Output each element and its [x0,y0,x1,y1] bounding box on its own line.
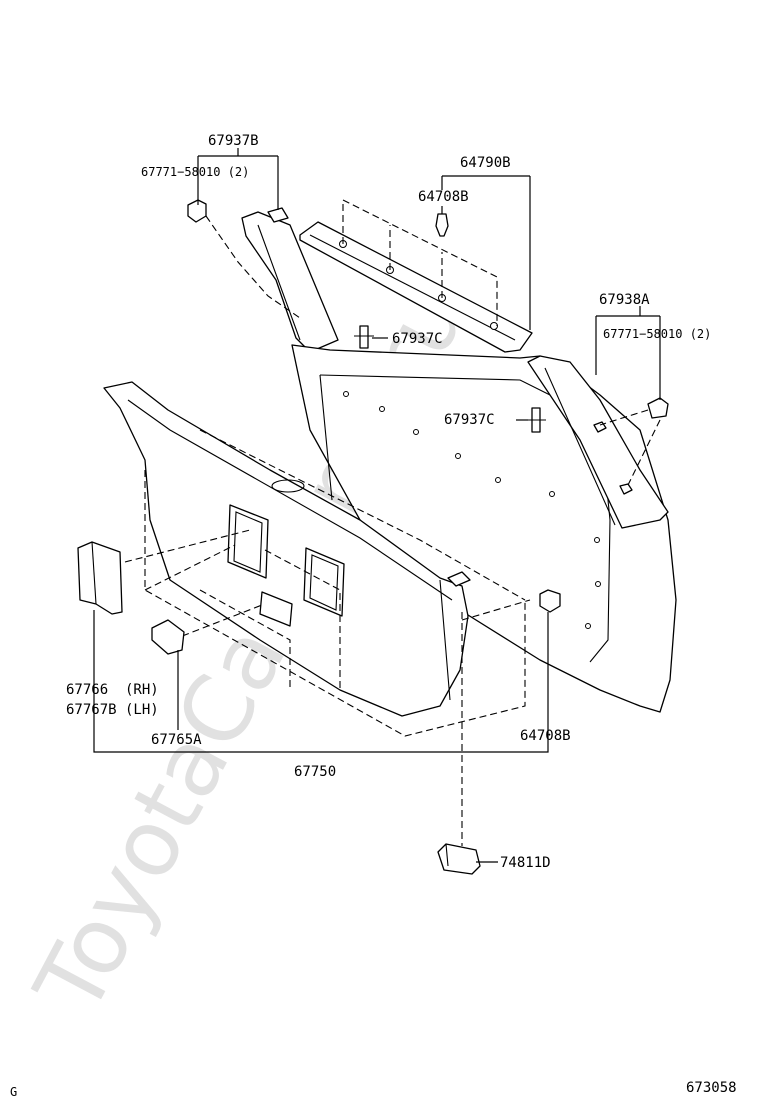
clip-67937C-lower [526,407,546,433]
label-64708B-bottom: 64708B [520,728,571,744]
label-67750: 67750 [294,764,336,780]
footer-left-code: G [10,1085,17,1099]
label-67937B: 67937B [208,133,259,149]
clip-64708B-bottom [539,589,561,613]
label-67937C-upper: 67937C [392,331,443,347]
clip-67937C-upper [354,325,374,349]
back-door-trim-board-67750 [103,381,531,737]
upper-garnish-64790B [299,199,533,353]
label-67765A: 67765A [151,732,202,748]
label-67766-rh: 67766 (RH) [66,682,159,698]
label-67771-58010-right: 67771−58010 (2) [603,327,711,341]
label-64790B: 64790B [460,155,511,171]
label-67938A: 67938A [599,292,650,308]
label-64708B-top: 64708B [418,189,469,205]
cover-67766-67767B [77,541,123,615]
pad-67765A [151,619,185,655]
label-67767B-lh: 67767B (LH) [66,702,159,718]
clip-67771-right [599,397,669,486]
label-67771-58010-left: 67771−58010 (2) [141,165,249,179]
clip-64708B-top [435,213,449,237]
lamp-74811D [437,612,481,875]
label-67937C-lower: 67937C [444,412,495,428]
figure-number: 673058 [686,1080,737,1096]
leader-lines [93,148,661,863]
label-74811D: 74811D [500,855,551,871]
